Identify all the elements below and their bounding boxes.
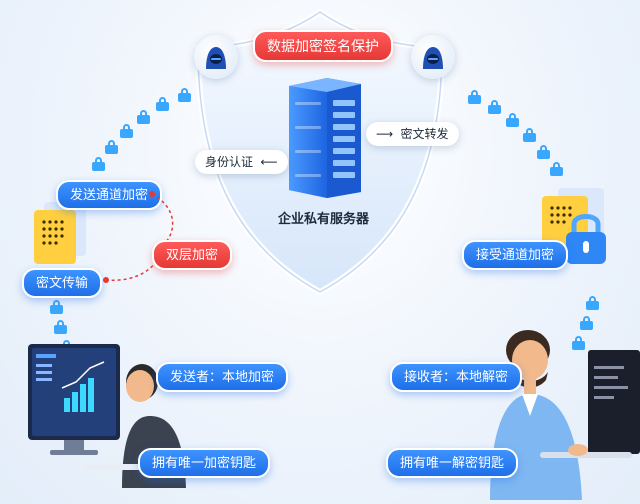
receive-channel-encrypt-pill: 接受通道加密: [462, 240, 569, 270]
identity-auth-label: 身份认证 ⟵: [195, 150, 288, 174]
encrypted-document-icon: [34, 202, 86, 264]
lock-icon: [468, 90, 481, 104]
decrypted-document-icon: [542, 188, 606, 264]
identity-auth-text: 身份认证: [205, 155, 254, 169]
send-channel-encrypt-pill: 发送通道加密: [56, 180, 163, 210]
lock-icon: [156, 97, 169, 111]
double-encrypt-badge: 双层加密: [152, 240, 233, 270]
cipher-transmit-pill: 密文传输: [22, 268, 103, 298]
hacker-icon: [423, 47, 443, 69]
lock-icon: [488, 100, 501, 114]
lock-icon: [523, 128, 536, 142]
lock-icon: [92, 157, 105, 171]
lock-icon: [506, 113, 519, 127]
lock-icon: [586, 296, 599, 310]
lock-icon: [137, 110, 150, 124]
sender-label-pill: 发送者：本地加密: [156, 362, 289, 392]
hacker-avatar-left: [194, 35, 238, 79]
hacker-avatar-right: [411, 35, 455, 79]
lock-icon: [120, 124, 133, 138]
lock-icon: [50, 300, 63, 314]
server-icon: [289, 78, 361, 198]
lock-icon: [54, 320, 67, 334]
title-badge: 数据加密签名保护: [253, 30, 393, 62]
lock-icon: [550, 162, 563, 176]
lock-icon: [580, 316, 593, 330]
arrow-left-icon: ⟵: [260, 155, 278, 169]
receiver-label-pill: 接收者：本地解密: [390, 362, 523, 392]
sender-key-pill: 拥有唯一加密钥匙: [138, 448, 271, 478]
cipher-forward-label: ⟶ 密文转发: [366, 122, 459, 146]
arrow-right-icon: ⟶: [376, 127, 394, 141]
server-label: 企业私有服务器: [278, 211, 370, 226]
lock-icon: [105, 140, 118, 154]
cipher-forward-text: 密文转发: [400, 127, 449, 141]
lock-icon: [178, 88, 191, 102]
lock-icon: [537, 145, 550, 159]
receiver-key-pill: 拥有唯一解密钥匙: [386, 448, 519, 478]
lock-icon: [572, 336, 585, 350]
hacker-icon: [206, 47, 226, 69]
